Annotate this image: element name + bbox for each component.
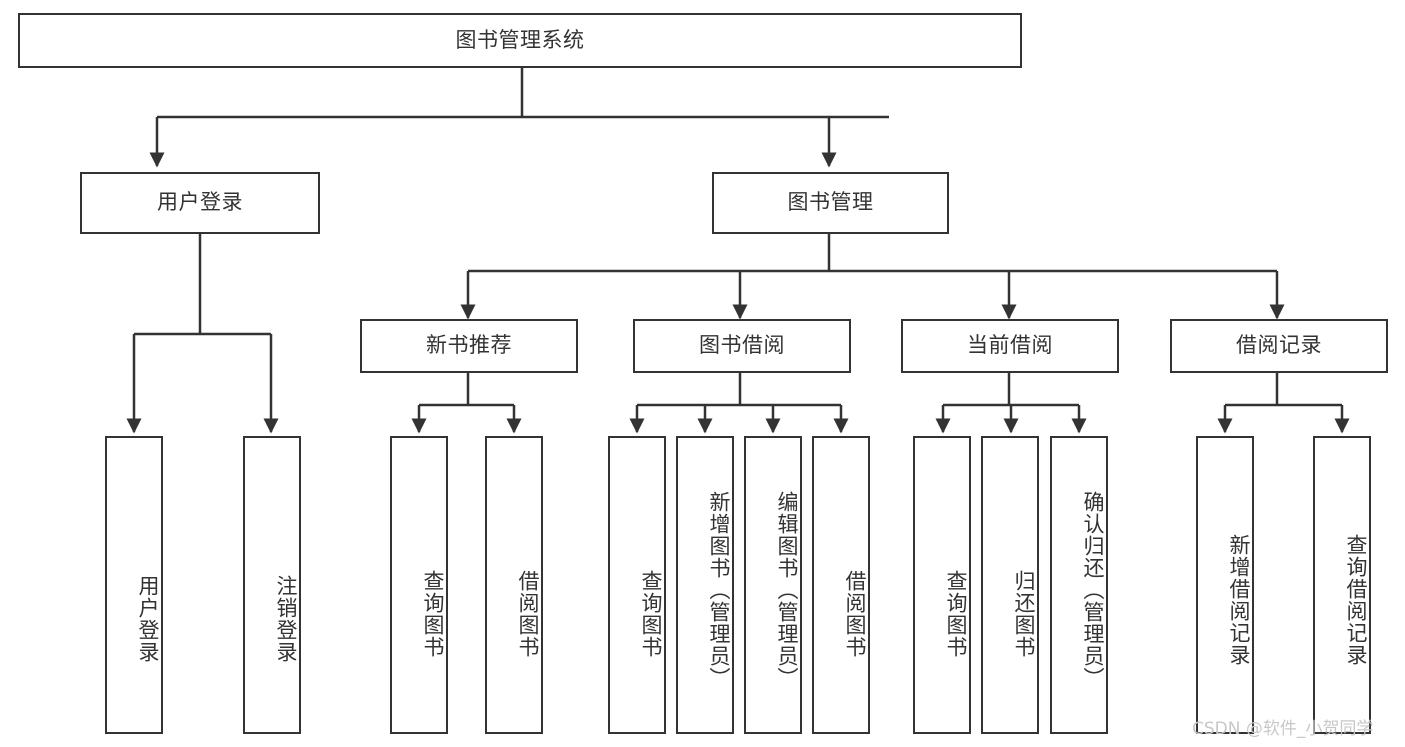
node-borrow-record[interactable]: 借阅记录 (1170, 319, 1388, 373)
csdn-watermark: CSDN @软件_小贺同学 (1192, 719, 1374, 739)
node-label: 图书管理 (787, 190, 874, 215)
node-book-borrow[interactable]: 图书借阅 (633, 319, 851, 373)
node-label: 借阅记录 (1236, 333, 1322, 358)
node-label: 查询图书 (944, 570, 968, 658)
node-label: 注销登录 (274, 575, 298, 663)
node-label: 图书管理系统 (455, 27, 585, 52)
leaf-user-login-logout[interactable]: 注销登录 (243, 436, 301, 734)
leaf-new-book-query-books[interactable]: 查询图书 (390, 436, 448, 734)
node-label: 归还图书 (1012, 570, 1036, 658)
node-label: 编辑图书（管理员） (775, 491, 799, 689)
leaf-book-borrow-query-books[interactable]: 查询图书 (608, 436, 666, 734)
leaf-current-borrow-confirm-return-admin[interactable]: 确认归还（管理员） (1050, 436, 1108, 734)
leaf-current-borrow-query-books[interactable]: 查询图书 (913, 436, 971, 734)
node-current-borrow[interactable]: 当前借阅 (901, 319, 1119, 373)
node-label: 借阅图书 (843, 570, 867, 658)
leaf-new-book-borrow-books[interactable]: 借阅图书 (485, 436, 543, 734)
node-label: 确认归还（管理员） (1081, 491, 1105, 689)
leaf-book-borrow-borrow-books[interactable]: 借阅图书 (812, 436, 870, 734)
leaf-borrow-record-add-record[interactable]: 新增借阅记录 (1196, 436, 1254, 734)
node-root-book-management-system[interactable]: 图书管理系统 (18, 13, 1022, 68)
node-label: 当前借阅 (967, 333, 1053, 358)
node-label: 借阅图书 (516, 570, 540, 658)
leaf-borrow-record-query-record[interactable]: 查询借阅记录 (1313, 436, 1371, 734)
node-label: 新增借阅记录 (1227, 534, 1251, 666)
node-new-book-recommend[interactable]: 新书推荐 (360, 319, 578, 373)
leaf-current-borrow-return-books[interactable]: 归还图书 (981, 436, 1039, 734)
node-label: 图书借阅 (699, 333, 785, 358)
leaf-user-login-login[interactable]: 用户登录 (105, 436, 163, 734)
node-label: 用户登录 (136, 575, 160, 663)
node-label: 新增图书（管理员） (707, 491, 731, 689)
node-user-login[interactable]: 用户登录 (80, 172, 320, 234)
leaf-book-borrow-add-book-admin[interactable]: 新增图书（管理员） (676, 436, 734, 734)
node-book-management[interactable]: 图书管理 (712, 172, 949, 234)
leaf-book-borrow-edit-book-admin[interactable]: 编辑图书（管理员） (744, 436, 802, 734)
node-label: 新书推荐 (426, 333, 512, 358)
node-label: 查询借阅记录 (1344, 534, 1368, 666)
node-label: 查询图书 (421, 570, 445, 658)
node-label: 查询图书 (639, 570, 663, 658)
node-label: 用户登录 (157, 190, 243, 215)
